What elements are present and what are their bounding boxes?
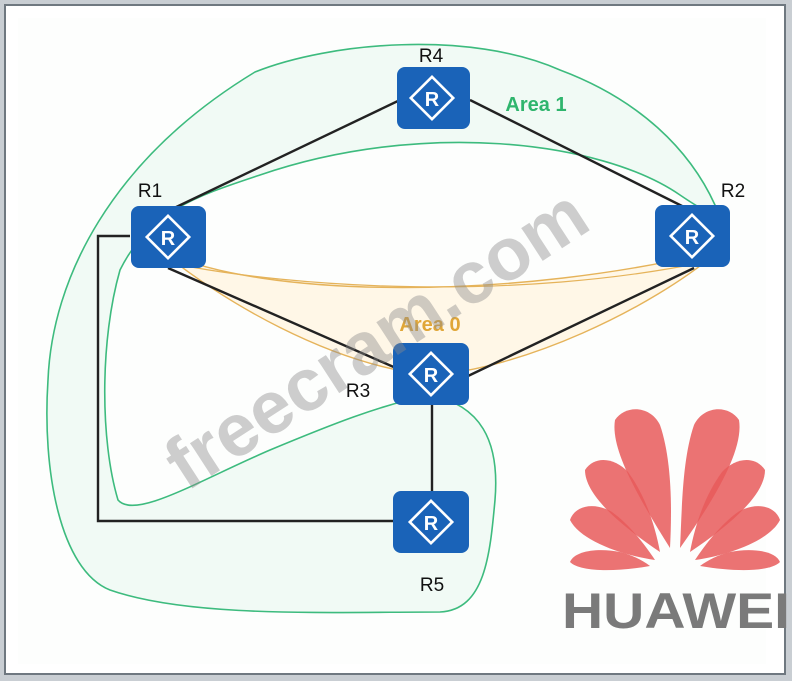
router-glyph: R	[424, 365, 439, 387]
link-r4-r2	[469, 98, 691, 212]
router-r5[interactable]: R	[393, 491, 469, 553]
router-glyph: R	[685, 227, 700, 249]
router-icon	[668, 212, 716, 260]
area-1-label: Area 1	[505, 94, 566, 116]
router-label-r4: R4	[419, 46, 444, 67]
router-glyph: R	[161, 228, 176, 250]
router-r2[interactable]: R	[655, 205, 730, 267]
link-r1-r4	[169, 98, 401, 212]
router-label-r1: R1	[138, 181, 162, 202]
brand-text: HUAWEI	[562, 583, 790, 639]
area-0-label: Area 0	[399, 314, 460, 336]
area-0-region	[159, 249, 721, 376]
router-icon	[407, 498, 455, 546]
link-r1-r5	[96, 234, 396, 523]
router-glyph: R	[424, 513, 439, 535]
huawei-logo-icon	[570, 409, 780, 571]
link-r1-r3	[167, 266, 406, 374]
router-r4[interactable]: R	[397, 67, 470, 129]
link-r2-r3	[467, 266, 695, 378]
router-glyph: R	[425, 89, 440, 111]
router-icon	[144, 213, 192, 261]
router-r1[interactable]: R	[131, 206, 206, 268]
router-r3[interactable]: R	[393, 343, 469, 405]
router-label-r3: R3	[346, 381, 370, 402]
router-icon	[408, 74, 456, 122]
router-icon	[407, 350, 455, 398]
area-0-boundary-inner	[164, 261, 706, 288]
router-label-r2: R2	[721, 181, 745, 202]
router-label-r5: R5	[420, 575, 444, 596]
